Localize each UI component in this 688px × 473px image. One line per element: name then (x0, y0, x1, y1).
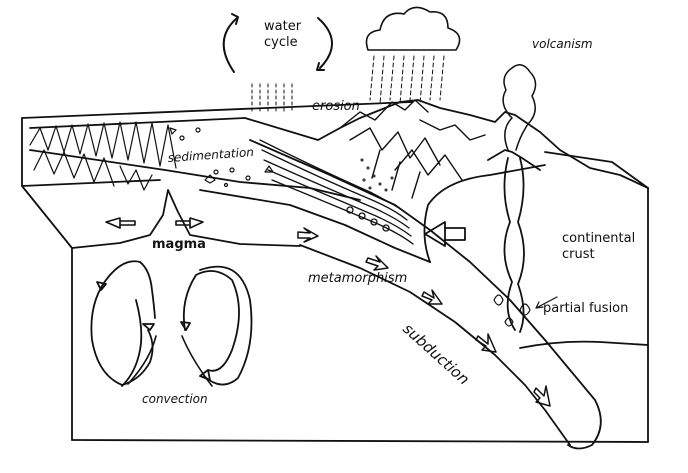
erosion-debris-dots (360, 158, 394, 192)
water-cycle-arrow-right (317, 17, 333, 69)
water-cycle-arrow-left (222, 17, 238, 73)
water-cycle-arrowhead-left (231, 13, 239, 25)
evaporation-lines (251, 83, 293, 115)
continent-push-arrow (424, 221, 466, 247)
continent-surface (317, 99, 649, 189)
plate-arrow-right (175, 217, 204, 229)
convection-cell-left (90, 260, 156, 387)
mountain-range (339, 99, 486, 199)
volcano-cone (487, 149, 541, 171)
continental-moho (519, 340, 649, 349)
slab-arrow-2 (365, 255, 389, 271)
ocean-surface-line (29, 117, 319, 141)
slab-arrow-4 (475, 333, 497, 353)
partial-fusion-pointer (535, 296, 558, 309)
label-erosion: erosion (312, 99, 360, 114)
ocean-floor-line (29, 149, 361, 201)
label-magma: magma (152, 237, 206, 252)
block-front-top (71, 189, 301, 249)
label-water-cycle-line2: cycle (264, 35, 298, 50)
label-metamorphism: metamorphism (308, 271, 407, 286)
label-continental-crust-line1: continental (562, 231, 635, 246)
water-cycle-arrowhead-right (316, 62, 325, 71)
block-front-bottom (71, 439, 649, 443)
label-continental-crust-line2: crust (562, 247, 595, 262)
partial-fusion-pointer-head (535, 301, 544, 309)
slab-tip (567, 399, 602, 450)
slab-lower-surface (299, 244, 571, 446)
magma-conduit (503, 157, 525, 333)
rain-cloud (365, 6, 461, 51)
continental-crust-boundary (423, 164, 546, 263)
slab-arrow-1 (297, 227, 319, 243)
crust-boundary-line (199, 189, 431, 263)
mid-ocean-ridge-hatching (29, 121, 177, 191)
slab-upper-surface (249, 139, 596, 401)
convection-cell-right (180, 265, 253, 386)
label-convection: convection (142, 392, 208, 406)
rain-lines (369, 55, 445, 105)
volcanic-ash-plume (502, 64, 537, 151)
label-sedimentation: sedimentation (167, 145, 254, 165)
label-volcanism: volcanism (532, 37, 593, 51)
slab-arrow-3 (421, 289, 443, 305)
label-water-cycle-line1: water (264, 19, 302, 34)
block-left-face (21, 117, 73, 441)
label-partial-fusion: partial fusion (543, 301, 628, 316)
accretionary-folds (259, 139, 414, 245)
plate-arrow-left (105, 217, 136, 229)
sediment-particles (169, 127, 274, 188)
block-left-back-line (21, 179, 161, 187)
label-subduction: subduction (399, 320, 473, 389)
block-top-edge (21, 101, 413, 119)
convection-arrows-center (127, 335, 213, 387)
partial-fusion-blobs (493, 294, 531, 327)
slab-arrow-5 (533, 385, 551, 407)
